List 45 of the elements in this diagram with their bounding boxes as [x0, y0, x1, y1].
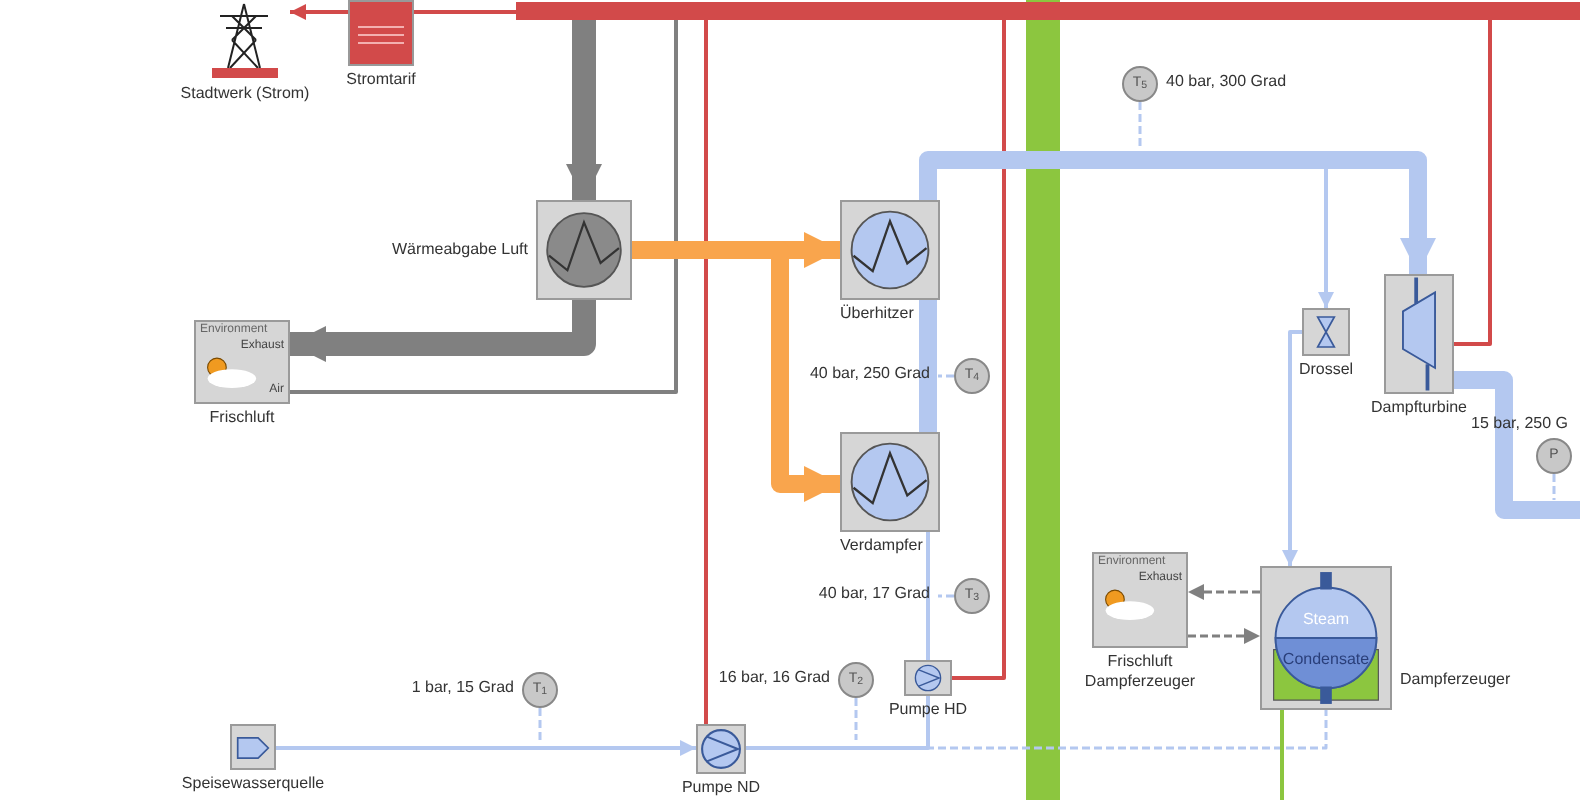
dashed-connector — [1552, 474, 1556, 500]
component-label: Überhitzer — [840, 304, 914, 324]
connector-line — [276, 740, 696, 756]
connector-line — [414, 10, 516, 14]
pipe-arrow — [919, 151, 1436, 274]
connector-line — [1454, 20, 1492, 346]
component-label: Drossel — [1296, 360, 1356, 380]
measurement-label: 15 bar, 250 G — [1471, 414, 1568, 434]
connector-line — [1282, 330, 1302, 566]
component-label: Speisewasserquelle — [179, 774, 327, 794]
component-label: Stromtarif — [344, 70, 418, 90]
component-label: Frischluft Dampferzeuger — [1082, 652, 1198, 692]
connector-line — [290, 20, 678, 394]
component-label: Pumpe HD — [886, 700, 970, 720]
dashed-connector — [1188, 584, 1260, 600]
dashed-connector — [1138, 102, 1142, 150]
vessel-label: Condensate — [1280, 648, 1372, 672]
measurement-label: 16 bar, 16 Grad — [718, 668, 830, 688]
dashed-connector — [538, 708, 542, 740]
connector-line — [746, 696, 930, 750]
dashed-connector — [938, 594, 954, 598]
pipe-arrow — [290, 300, 596, 362]
dashed-connector — [746, 710, 1328, 750]
dashed-connector — [938, 374, 954, 378]
measurement-label: 40 bar, 250 Grad — [809, 364, 930, 384]
connector-line — [926, 532, 930, 660]
component-label: Frischluft — [207, 408, 277, 428]
component-label: Pumpe ND — [679, 778, 763, 798]
power-bus-bar — [516, 2, 1580, 20]
measurement-label: 1 bar, 15 Grad — [411, 678, 514, 698]
component-label: Dampfturbine — [1368, 398, 1470, 418]
component-label: Wärmeabgabe Luft — [391, 240, 528, 260]
component-label: Stadtwerk (Strom) — [178, 84, 312, 104]
connector-line — [952, 20, 1006, 680]
measurement-label: 40 bar, 300 Grad — [1166, 72, 1287, 92]
dashed-connector — [854, 698, 858, 740]
connector-line — [704, 20, 708, 724]
measurement-label: 40 bar, 17 Grad — [818, 584, 930, 604]
vessel-label: Steam — [1300, 608, 1352, 632]
connector-line — [290, 4, 348, 20]
connector-line — [1280, 710, 1284, 800]
dashed-connector — [1188, 628, 1260, 644]
component-label: Verdampfer — [840, 536, 923, 556]
component-label: Dampferzeuger — [1400, 670, 1511, 690]
pipe-arrow — [566, 20, 602, 200]
